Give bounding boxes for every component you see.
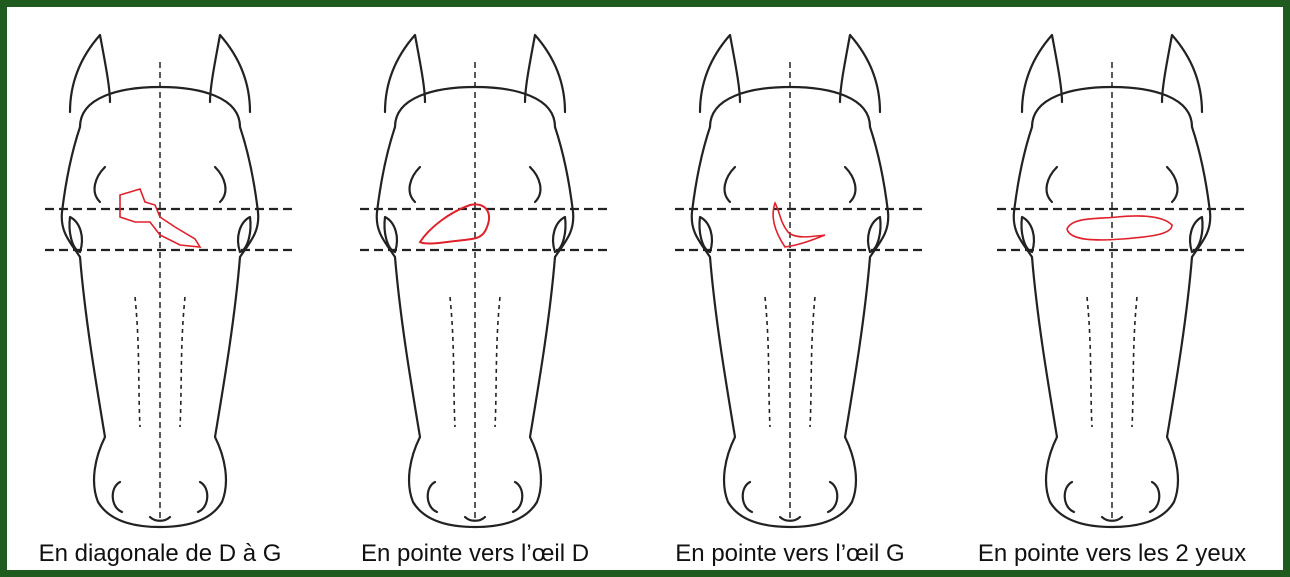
panel-2: En pointe vers l’œil D bbox=[325, 17, 625, 577]
panel-caption: En diagonale de D à G bbox=[10, 540, 310, 568]
panel-caption: En pointe vers l’œil G bbox=[640, 540, 940, 568]
horse-head-drawing bbox=[640, 17, 940, 532]
marking-point-right-eye bbox=[420, 204, 489, 243]
panel-caption: En pointe vers les 2 yeux bbox=[962, 540, 1262, 568]
horse-head-drawing bbox=[10, 17, 310, 532]
panel-caption: En pointe vers l’œil D bbox=[325, 540, 625, 568]
horse-head-drawing bbox=[962, 17, 1262, 532]
panel-3: En pointe vers l’œil G bbox=[640, 17, 940, 577]
panel-4: En pointe vers les 2 yeux bbox=[962, 17, 1262, 577]
marking-both-eyes bbox=[1067, 216, 1172, 240]
panel-1: En diagonale de D à G bbox=[10, 17, 310, 577]
horse-head-drawing bbox=[325, 17, 625, 532]
